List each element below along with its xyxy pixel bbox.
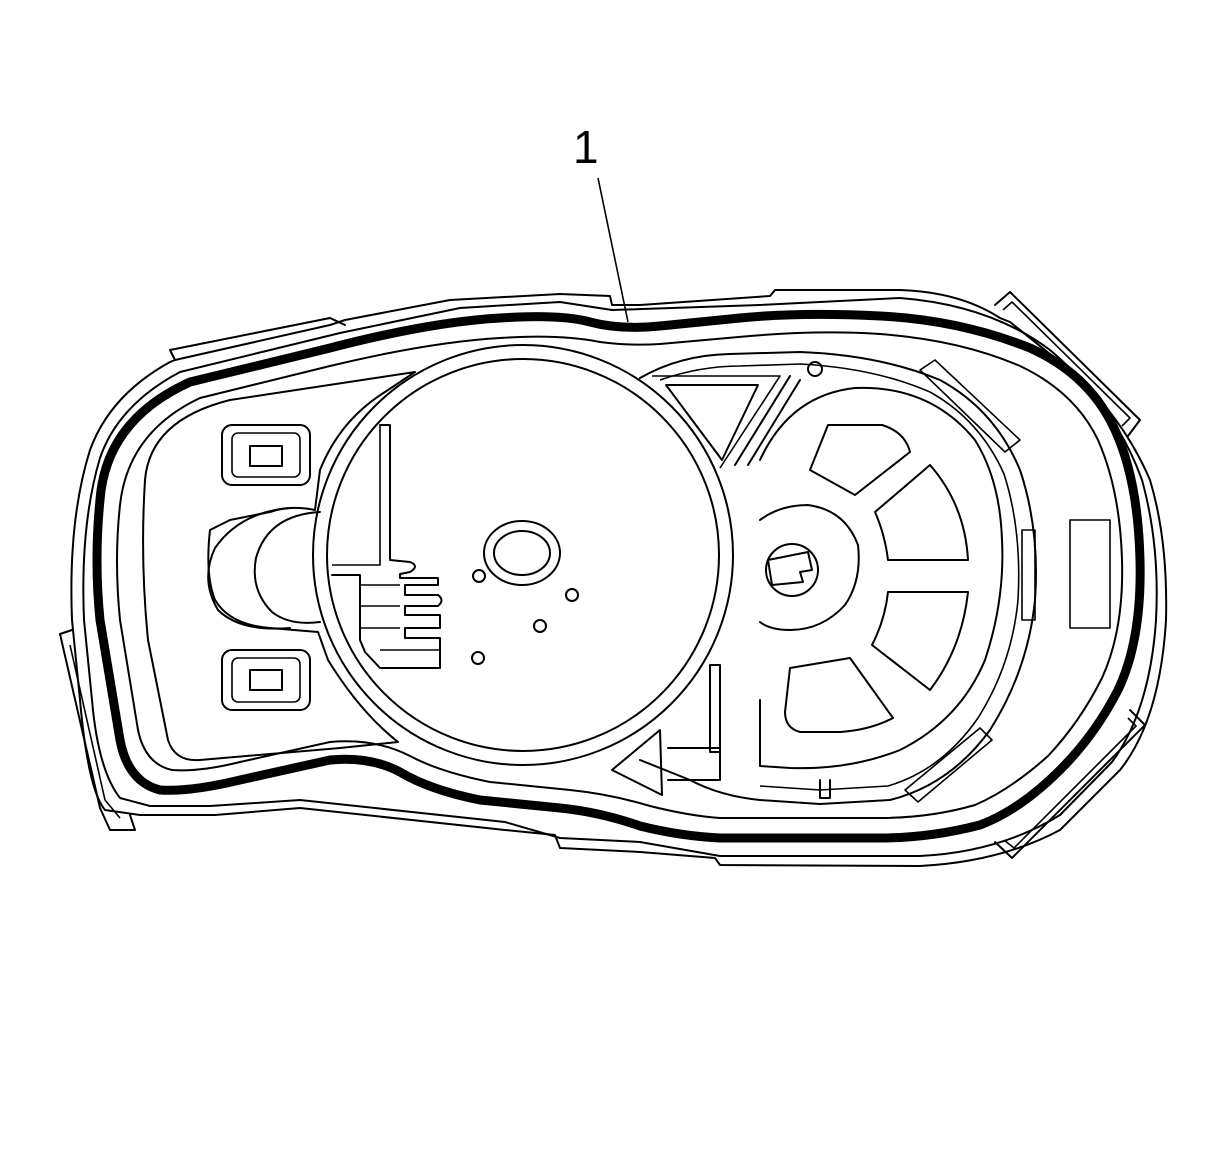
hole [471, 651, 485, 665]
pointer-bracket [331, 424, 443, 669]
gear-segment [871, 591, 969, 691]
dial-circle-inner [326, 358, 720, 752]
hole [533, 619, 547, 633]
triangle-cutout-upper-outer [652, 375, 781, 469]
rib [1069, 519, 1111, 629]
rib [904, 727, 993, 803]
triangle-cutout-lower [611, 729, 663, 796]
callout-1-label: 1 [573, 121, 599, 173]
divider-strut [709, 664, 721, 753]
housing-outer-outline [70, 289, 1168, 867]
gear-rim [759, 386, 1004, 770]
mounting-tab-top-right-inner [1002, 301, 1131, 427]
hub-outer [483, 520, 561, 586]
mounting-tab-left [59, 629, 136, 831]
gear-cover-inner-outline [659, 363, 1020, 791]
pointer-bracket-inner [332, 425, 440, 651]
window-lower-inner [249, 669, 283, 691]
hole [565, 588, 579, 602]
left-pocket [142, 371, 416, 762]
gear-segment [874, 464, 969, 561]
hub-inner [493, 530, 551, 576]
window-upper-inner [249, 445, 283, 467]
triangle-cutout-upper [665, 384, 759, 461]
window-lower-mid [231, 657, 301, 703]
callout-1-leader [597, 177, 629, 323]
gear-cover-outline [639, 351, 1037, 805]
divider-strut [819, 779, 831, 799]
housing-inner-outline [82, 297, 1158, 857]
mounting-tab-top-left [169, 317, 346, 361]
gear-segment [784, 657, 894, 733]
mounting-tab-left-inner [69, 644, 121, 819]
gear-shaft-key [767, 551, 813, 586]
window-upper-outer [221, 424, 311, 486]
divider-strut [667, 747, 721, 781]
dial-circle-outer [312, 344, 734, 766]
window-upper-mid [231, 432, 301, 478]
window-lower-outer [221, 649, 311, 711]
rib [1021, 529, 1036, 621]
gasket-seal [92, 309, 1145, 843]
inner-cover-edge [116, 331, 1124, 819]
hole [807, 361, 823, 377]
gear-hub [759, 504, 860, 631]
mounting-tab-bottom-right-inner [1003, 717, 1137, 849]
notch-inner [253, 511, 321, 624]
mounting-tab-bottom-right [994, 709, 1146, 859]
gear-shaft [765, 543, 819, 597]
divider-strut [734, 375, 801, 466]
mounting-tab-top-right [994, 291, 1141, 437]
rib [919, 359, 1021, 453]
gear-segment [809, 424, 911, 496]
hole [472, 569, 486, 583]
notch-outer [207, 507, 291, 630]
